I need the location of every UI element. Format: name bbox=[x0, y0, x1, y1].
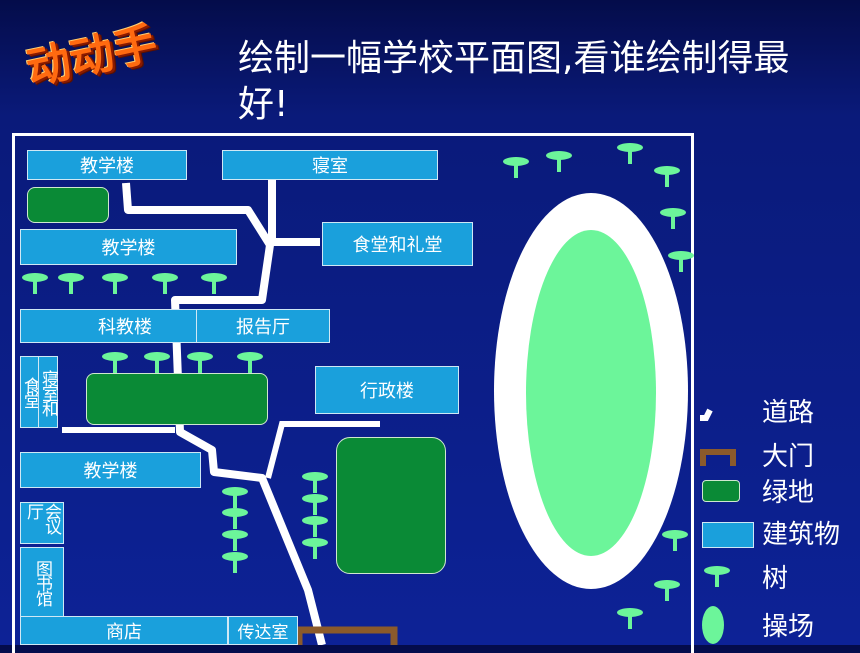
canteen-dorm-right: 寝室和 bbox=[38, 356, 58, 428]
tree-icon bbox=[302, 538, 328, 560]
tree-icon bbox=[222, 487, 248, 509]
tree-icon bbox=[654, 166, 680, 188]
green-area-2 bbox=[86, 373, 268, 425]
legend-road-icon bbox=[700, 408, 713, 421]
report-hall: 报告厅 bbox=[196, 309, 330, 343]
school-map bbox=[12, 133, 694, 653]
tree-icon bbox=[617, 608, 643, 630]
tree-icon bbox=[654, 580, 680, 602]
tree-icon bbox=[102, 352, 128, 374]
legend-playground-swatch bbox=[702, 606, 724, 644]
tree-icon bbox=[22, 273, 48, 295]
tree-icon bbox=[546, 151, 572, 173]
main-gate bbox=[295, 626, 398, 645]
teaching-building-1: 教学楼 bbox=[27, 150, 187, 180]
tree-icon bbox=[237, 352, 263, 374]
tree-icon bbox=[187, 352, 213, 374]
tree-icon bbox=[222, 530, 248, 552]
legend-tree-label: 树 bbox=[762, 564, 789, 594]
green-area-3 bbox=[336, 437, 446, 574]
teaching-building-2: 教学楼 bbox=[20, 229, 237, 265]
administration-building: 行政楼 bbox=[315, 366, 459, 414]
science-building: 科教楼 bbox=[20, 309, 230, 343]
guard-room: 传达室 bbox=[228, 616, 298, 645]
tree-icon bbox=[302, 472, 328, 494]
legend-gate-icon bbox=[700, 449, 736, 466]
tree-icon bbox=[302, 494, 328, 516]
shop: 商店 bbox=[20, 616, 228, 645]
page-heading: 绘制一幅学校平面图,看谁绘制得最好! bbox=[238, 38, 790, 125]
legend-road-label: 道路 bbox=[762, 398, 815, 428]
tree-icon bbox=[503, 157, 529, 179]
road-branch-admin bbox=[265, 421, 380, 479]
meeting-hall: 会议厅 bbox=[20, 502, 64, 544]
tree-icon bbox=[201, 273, 227, 295]
legend-green-swatch bbox=[702, 480, 740, 502]
tree-icon bbox=[302, 516, 328, 538]
tree-icon bbox=[617, 143, 643, 165]
legend-building-swatch bbox=[702, 522, 754, 548]
teaching-building-3: 教学楼 bbox=[20, 452, 201, 488]
dormitory-top: 寝室 bbox=[222, 150, 438, 180]
main-road bbox=[122, 182, 326, 645]
tree-icon bbox=[102, 273, 128, 295]
playground-field bbox=[526, 230, 656, 556]
canteen-and-hall: 食堂和礼堂 bbox=[322, 222, 473, 266]
road-branch-top bbox=[268, 178, 320, 246]
tree-icon bbox=[668, 251, 694, 273]
tree-icon bbox=[660, 208, 686, 230]
canteen-dorm-left: 食堂 bbox=[20, 356, 40, 428]
green-area-1 bbox=[27, 187, 109, 223]
library: 图书馆 bbox=[20, 547, 64, 617]
tree-icon bbox=[58, 273, 84, 295]
tree-icon bbox=[222, 552, 248, 574]
legend-gate-label: 大门 bbox=[762, 442, 815, 472]
legend-building-label: 建筑物 bbox=[762, 520, 841, 550]
legend-green-label: 绿地 bbox=[762, 478, 815, 508]
tree-icon bbox=[144, 352, 170, 374]
legend-playground-label: 操场 bbox=[762, 612, 815, 642]
tree-icon bbox=[222, 508, 248, 530]
tree-icon bbox=[662, 530, 688, 552]
tree-icon bbox=[152, 273, 178, 295]
legend-tree-icon bbox=[704, 566, 730, 588]
